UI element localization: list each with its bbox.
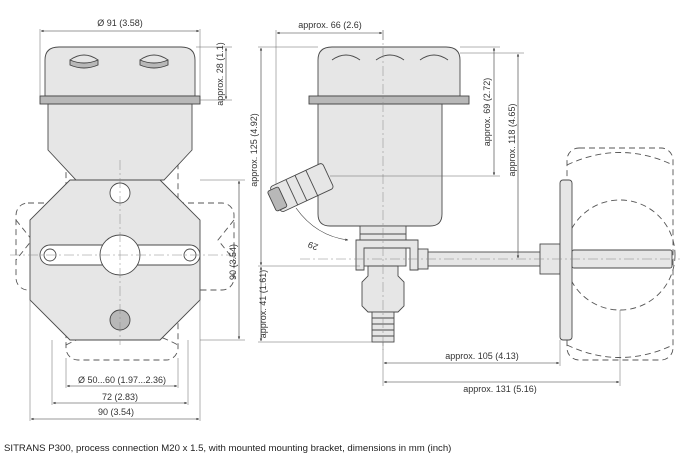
front-cap-grips	[69, 54, 169, 61]
dim-width-131: approx. 131 (5.16)	[463, 384, 537, 394]
side-cap-grips	[331, 54, 449, 61]
figure-caption: SITRANS P300, process connection M20 x 1…	[4, 443, 452, 454]
dim-width-105: approx. 105 (4.13)	[445, 351, 519, 361]
side-view: approx. 66 (2.6) approx. 125 (4.92) appr…	[249, 20, 680, 394]
cable-gland	[267, 163, 334, 213]
side-housing-cap	[317, 46, 461, 97]
front-housing-cap	[44, 46, 196, 97]
dim-height-118: approx. 118 (4.65)	[507, 104, 517, 177]
dim-width-91: Ø 91 (3.58)	[97, 18, 143, 28]
dim-height-69: approx. 69 (2.72)	[482, 78, 492, 147]
dim-height-28: approx. 28 (1.1)	[215, 42, 225, 106]
dim-bracket-72: 72 (2.83)	[102, 392, 138, 402]
front-cap-grip-shadow	[69, 59, 169, 69]
dim-side-66: approx. 66 (2.6)	[298, 20, 362, 30]
dim-pipe-diameter: Ø 50...60 (1.97...2.36)	[78, 375, 166, 385]
dim-bracket-90-vertical: 90 (3.54)	[228, 244, 238, 280]
u-bolt-plate	[559, 179, 573, 341]
side-cap-ring	[308, 95, 470, 105]
technical-drawing: Ø 91 (3.58) approx. 28 (1.1) 90 (3.54) Ø…	[10, 18, 680, 421]
front-view: Ø 91 (3.58) approx. 28 (1.1) 90 (3.54) Ø…	[10, 18, 245, 421]
side-housing-body	[317, 103, 443, 227]
front-housing-body	[47, 103, 193, 181]
dim-height-41: approx. 41 (1.61)	[258, 270, 268, 339]
dim-bracket-90-horizontal: 90 (3.54)	[98, 407, 134, 417]
dim-height-125: approx. 125 (4.92)	[249, 113, 259, 187]
front-cap-ring	[39, 95, 201, 105]
dim-angle-29: 29	[307, 239, 320, 252]
